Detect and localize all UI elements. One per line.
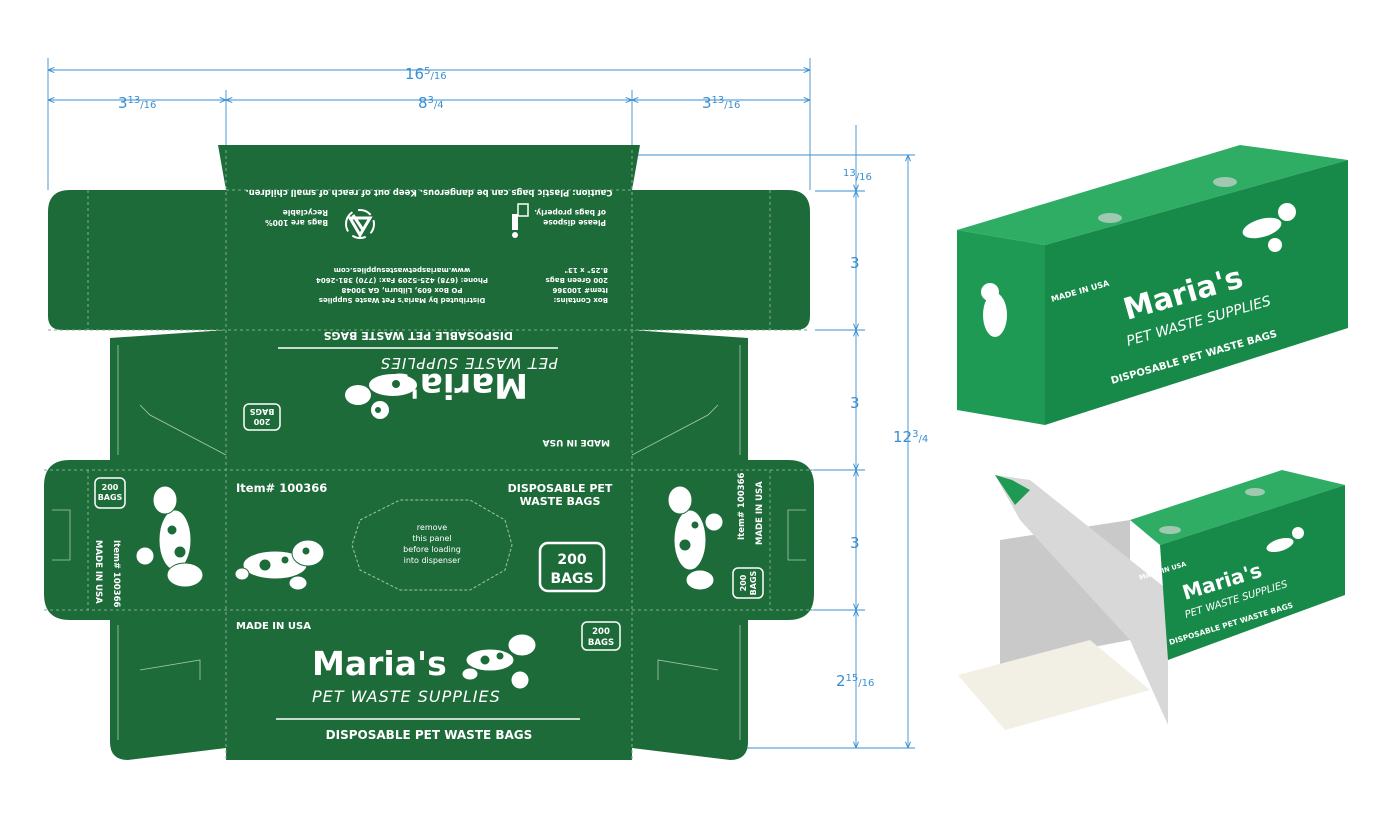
dog-icon-front <box>461 633 537 690</box>
right-top-flap <box>632 190 810 330</box>
box-contains-title: Box Contains: <box>553 296 608 304</box>
count-badge-large: 200 BAGS <box>538 541 606 593</box>
front-panel-content: MADE IN USA 200 BAGS Maria's PET WASTE S… <box>236 621 621 742</box>
box-contains-2: 200 Green Bags <box>546 276 608 284</box>
back-dog-icon <box>345 374 417 419</box>
svg-text:200: 200 <box>253 417 270 426</box>
cut-lines <box>52 345 806 740</box>
right-side-content: 200 BAGS Item# 100366 MADE IN USA <box>667 472 765 599</box>
front-product-name: DISPOSABLE PET WASTE BAGS <box>326 728 533 742</box>
render-closed-box: Maria's PET WASTE SUPPLIES DISPOSABLE PE… <box>957 145 1348 425</box>
recycle-line-1: Bags are 100% <box>265 218 328 227</box>
left-side-content: 200 BAGS Item# 100366 MADE IN USA <box>93 477 204 608</box>
remove-line-2: this panel <box>412 534 451 543</box>
svg-text:BAGS: BAGS <box>98 493 123 502</box>
svg-text:BAGS: BAGS <box>749 570 758 595</box>
distributor-1: Distributed by Maria's Pet Waste Supplie… <box>319 296 485 304</box>
remove-line-3: before loading <box>403 545 461 554</box>
front-count-badge: 200 BAGS <box>581 621 621 651</box>
right-side-panel <box>632 460 814 620</box>
overall-height-label: 123/4 <box>893 428 928 446</box>
svg-text:200: 200 <box>557 552 586 568</box>
top-tab-label: 13/16 <box>843 168 872 183</box>
svg-text:200: 200 <box>592 627 610 637</box>
box-contains-3: 8.25" x 13" <box>564 266 608 274</box>
back-count-badge: 200 BAGS <box>243 403 281 431</box>
tear-out-panel <box>351 499 513 591</box>
seg1-label: 3 <box>850 254 860 272</box>
svg-text:200: 200 <box>102 483 119 492</box>
dispose-icon <box>512 203 529 238</box>
right-upper-wing <box>632 330 748 470</box>
distributor-2: PO Box 609, Lilburn, GA 30048 <box>341 286 462 294</box>
front-brand-name: Maria's <box>312 644 447 683</box>
closed-dog-icon <box>1242 203 1296 252</box>
bottom-panel-content: Item# 100366 DISPOSABLE PET WASTE BAGS r… <box>234 481 613 593</box>
item-number: Item# 100366 <box>236 481 327 495</box>
svg-text:200: 200 <box>739 574 748 591</box>
product-line-1: DISPOSABLE PET <box>508 482 613 495</box>
top-dust-flap <box>218 145 640 190</box>
seg4-label: 215/16 <box>836 672 874 690</box>
distributor-3: Phone: (678) 425-5209 Fax: (770) 381-260… <box>316 276 488 284</box>
fold-lines <box>44 150 814 760</box>
right-count-badge: 200 BAGS <box>732 567 764 599</box>
dimension-labels: 165/16 313/16 83/4 313/16 13/16 3 3 3 21… <box>118 65 928 690</box>
back-tagline: PET WASTE SUPPLIES <box>380 354 558 372</box>
front-panel <box>226 610 632 760</box>
overall-width-label: 165/16 <box>405 65 447 83</box>
recycle-icon <box>345 209 375 239</box>
right-lower-wing <box>632 610 748 760</box>
caution-text: Caution: Plastic bags can be dangerous. … <box>245 187 612 197</box>
dog-icon-left <box>135 485 204 588</box>
open-dog-icon <box>1266 527 1304 553</box>
back-panel-content: Caution: Plastic bags can be dangerous. … <box>243 187 613 447</box>
back-product-name: DISPOSABLE PET WASTE BAGS <box>324 329 513 342</box>
left-count-badge: 200 BAGS <box>94 477 126 509</box>
distributor-4: www.mariaspetwastesupplies.com <box>334 266 471 274</box>
dog-icon-right <box>667 485 724 591</box>
dispose-line-1: Please dispose <box>543 218 606 227</box>
left-width-label: 313/16 <box>118 94 156 112</box>
open-flap-tip <box>995 475 1030 505</box>
right-width-label: 313/16 <box>702 94 740 112</box>
seg3-label: 3 <box>850 534 860 552</box>
front-tagline: PET WASTE SUPPLIES <box>312 687 501 706</box>
box-contains-1: Item# 100366 <box>552 286 608 294</box>
product-line-2: WASTE BAGS <box>520 495 601 508</box>
open-side-flap <box>995 475 1168 725</box>
right-made-in: MADE IN USA <box>755 481 765 545</box>
svg-text:BAGS: BAGS <box>249 407 274 416</box>
open-top-face <box>1130 470 1345 545</box>
closed-front-dog-icon <box>981 283 1007 337</box>
recycle-line-2: Recyclable <box>283 208 328 217</box>
left-made-in: MADE IN USA <box>93 540 103 604</box>
right-item-number: Item# 100366 <box>737 472 747 540</box>
render-open-box: Maria's PET WASTE SUPPLIES DISPOSABLE PE… <box>958 470 1345 730</box>
remove-line-1: remove <box>417 523 447 532</box>
dog-icon-lying <box>234 539 325 591</box>
seg2-label: 3 <box>850 394 860 412</box>
center-width-label: 83/4 <box>418 94 444 112</box>
left-lower-wing <box>110 610 226 760</box>
left-upper-wing <box>110 330 226 470</box>
left-item-number: Item# 100366 <box>111 540 121 608</box>
open-bottom-flap <box>958 640 1150 730</box>
remove-line-4: into dispenser <box>404 556 461 565</box>
back-made-in: MADE IN USA <box>543 437 610 447</box>
svg-text:BAGS: BAGS <box>588 638 614 648</box>
dispose-line-2: of bags properly. <box>534 208 606 217</box>
front-made-in: MADE IN USA <box>236 621 311 632</box>
left-top-flap <box>48 190 226 330</box>
svg-text:BAGS: BAGS <box>550 571 593 587</box>
left-side-panel <box>44 460 226 620</box>
closed-top-face <box>957 145 1348 245</box>
